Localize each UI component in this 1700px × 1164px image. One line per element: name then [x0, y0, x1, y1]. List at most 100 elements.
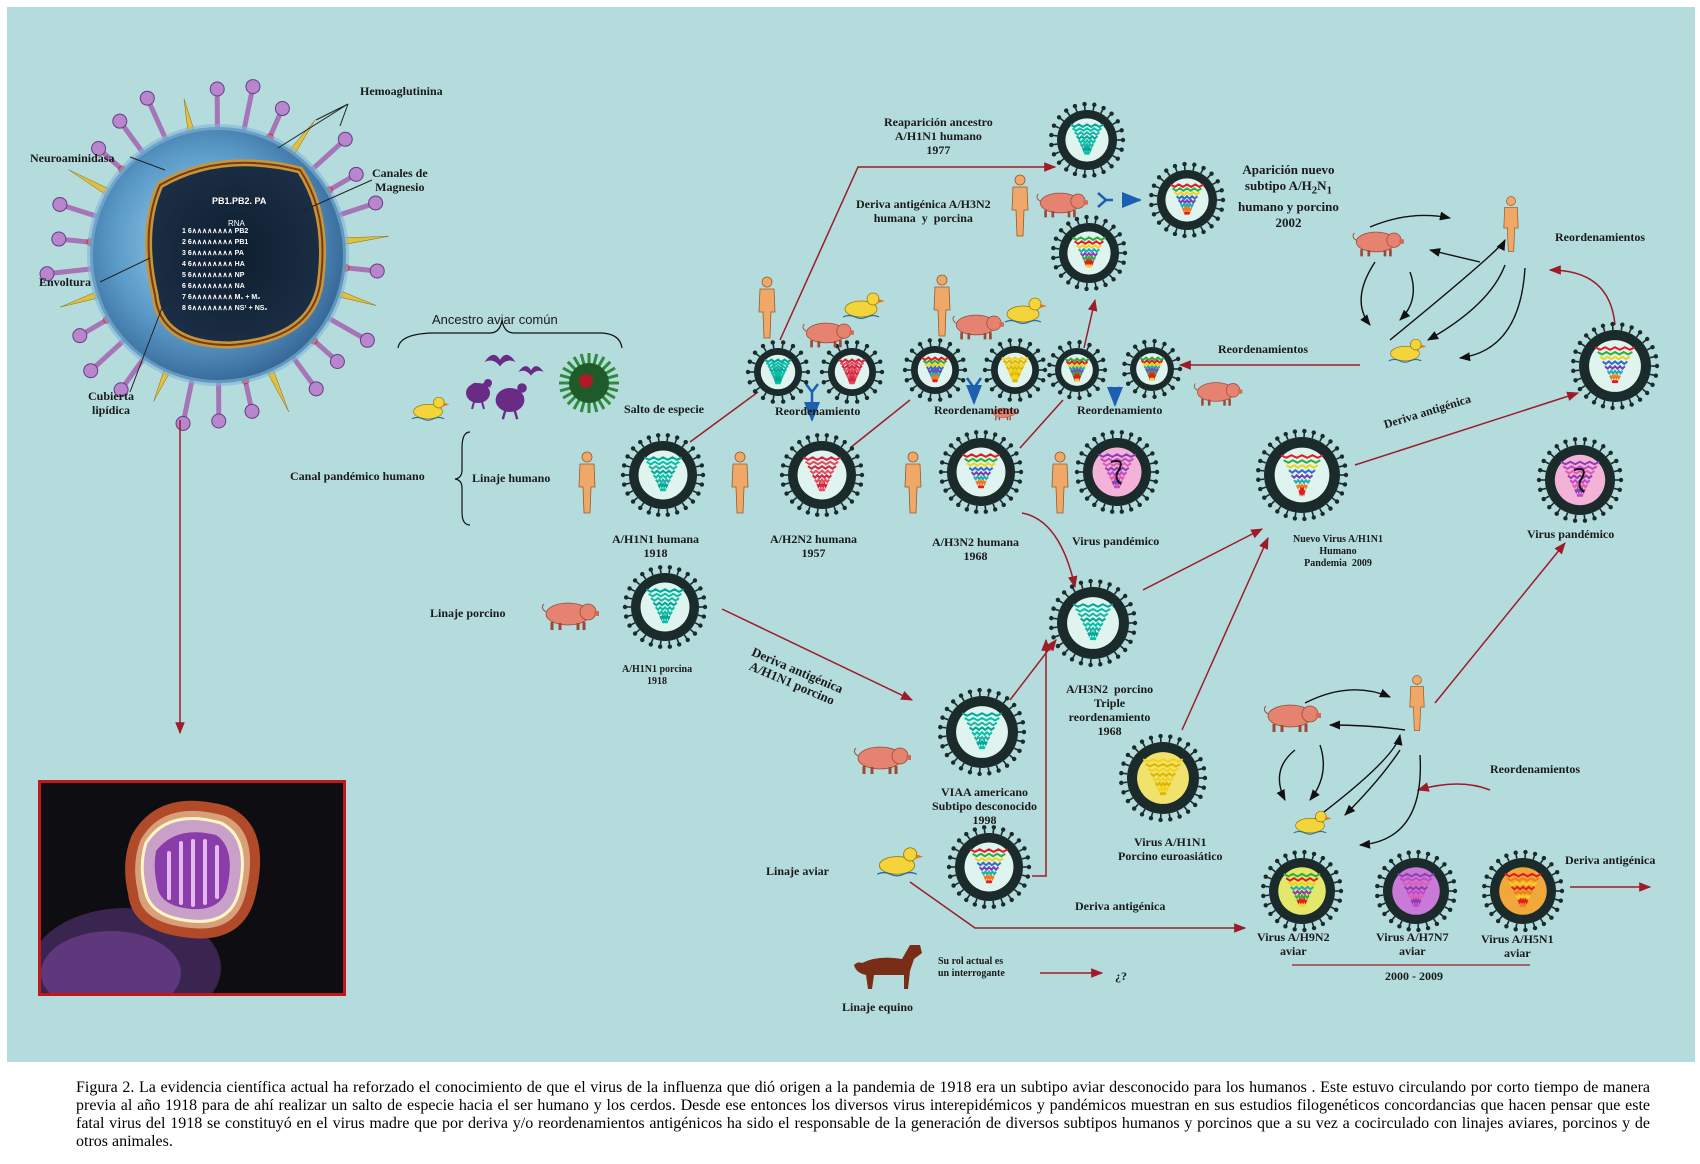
virus-particle — [1261, 849, 1344, 933]
pandemic-virus-label-2: Virus pandémico — [1527, 527, 1615, 541]
duck-icon — [842, 292, 885, 320]
reappearance-label: Reaparición ancestro A/H1N1 humano 1977 — [884, 115, 993, 157]
spike-head — [51, 231, 67, 247]
h2n2-1957-label: A/H2N2 humana 1957 — [770, 532, 858, 560]
new-subtype-h-sub: 2 — [1311, 184, 1318, 197]
eurasian-h1n1-label: Virus A/H1N1 Porcino euroasiático — [1118, 835, 1223, 863]
viaa-american-label: VIAA americano Subtipo desconocido 1998 — [932, 785, 1038, 827]
spike-head — [368, 195, 384, 211]
virus-particle — [819, 340, 885, 404]
turkey-icon — [466, 379, 492, 410]
years-range-label: 2000 - 2009 — [1385, 969, 1443, 983]
virus-particle — [938, 687, 1027, 777]
duck-icon — [1388, 338, 1427, 363]
spike-head — [175, 415, 191, 431]
avian-h7n7-label: Virus A/H7N7 aviar — [1376, 930, 1449, 958]
spike-head — [52, 196, 68, 212]
pig-icon — [1263, 704, 1321, 732]
spike-head — [39, 266, 55, 282]
pig-icon — [541, 602, 599, 630]
virus-particle — [1375, 849, 1458, 933]
spike-head — [72, 328, 88, 344]
spike-head — [359, 332, 375, 348]
bird-icon — [518, 366, 544, 376]
bird-icon — [484, 354, 516, 367]
pig-icon — [1193, 382, 1243, 406]
virus-particle — [779, 433, 865, 517]
human-icon — [1503, 196, 1519, 252]
equine-lineage-label: Linaje equino — [842, 1000, 914, 1014]
virus-particle — [1571, 321, 1660, 411]
new-subtype-prefix: subtipo A/H — [1244, 178, 1312, 193]
virus-particle — [1049, 578, 1138, 668]
electron-micrograph — [38, 780, 346, 996]
new-subtype-line-3: humano y porcino 2002 — [1238, 198, 1339, 230]
reassortments-label-mid: Reordenamientos — [1218, 342, 1308, 356]
duck-icon — [876, 847, 924, 877]
polymerase-label: PB1.PB2. PA — [212, 196, 267, 206]
human-icon — [731, 451, 749, 514]
human-icon — [1011, 174, 1029, 237]
rna-segment: 2 6∧∧∧∧∧∧∧∧ PB1 — [182, 239, 248, 246]
pandemic-channel-label: Canal pandémico humano — [290, 469, 425, 483]
virus-particle — [1149, 161, 1226, 239]
human-lineage-label: Linaje humano — [472, 471, 551, 485]
h3n2-swine-triple-label: A/H3N2 porcino Triple reordenamiento 196… — [1066, 682, 1154, 738]
virus-particle — [1119, 733, 1208, 823]
spike-head — [112, 113, 128, 129]
new-subtype-label: Aparición nuevo subtipo A/H2N1 humano y … — [1238, 162, 1339, 231]
avian-h5n1-label: Virus A/H5N1 aviar — [1481, 932, 1554, 960]
reassortment-label-3: Reordenamiento — [1077, 403, 1163, 417]
lineage-brace — [454, 431, 471, 526]
rna-segment: 6 6∧∧∧∧∧∧∧∧ NA — [182, 283, 245, 290]
lipid-layer-label: Cubierta lipídica — [88, 389, 134, 417]
virus-particle — [1074, 430, 1160, 514]
red-arrows — [175, 162, 1652, 978]
spike-head — [308, 381, 324, 397]
human-icon — [758, 276, 776, 339]
spike-head — [139, 90, 155, 106]
pig-icon — [853, 746, 911, 774]
rna-segment: 7 6∧∧∧∧∧∧∧∧ M₁ + M₂ — [182, 294, 260, 301]
virus-particle — [1047, 339, 1108, 401]
virus-particle — [1051, 214, 1128, 292]
virus-particle — [1122, 338, 1183, 400]
pig-icon — [802, 322, 854, 348]
magnesium-channels-label: Canales de Magnesio — [372, 166, 428, 194]
avian-drift-right-label: Deriva antigénica — [1565, 853, 1656, 867]
virus-particle — [622, 565, 708, 649]
turkey-icon — [495, 383, 527, 420]
rna-label: RNA — [228, 219, 246, 228]
virus-particle — [620, 433, 706, 517]
spike-head — [209, 81, 225, 97]
virus-particle — [938, 430, 1024, 514]
virus-particle — [902, 338, 968, 402]
human-icon — [1409, 675, 1425, 731]
pig-icon — [952, 314, 1004, 340]
envelope-label: Envoltura — [39, 275, 92, 289]
human-icon — [933, 274, 951, 337]
reassortment-label-2: Reordenamiento — [934, 403, 1020, 417]
species-jump-label: Salto de especie — [624, 402, 704, 416]
rna-segment: 4 6∧∧∧∧∧∧∧∧ HA — [182, 261, 245, 268]
new-subtype-n-sub: 1 — [1326, 184, 1332, 197]
spike-head — [83, 363, 99, 379]
virus-particles — [620, 101, 1660, 933]
pig-icon — [1036, 192, 1088, 218]
new-subtype-line-2: subtipo A/H2N1 — [1238, 178, 1339, 199]
rna-segment: 1 6∧∧∧∧∧∧∧∧ PB2 — [182, 228, 248, 235]
rna-segment: 8 6∧∧∧∧∧∧∧∧ NS¹ + NS₂ — [182, 305, 268, 312]
avian-drift-label: Deriva antigénica — [1075, 899, 1166, 913]
spike-head — [91, 141, 107, 157]
spike-head — [245, 79, 261, 95]
horse-icon — [854, 945, 922, 989]
human-icon — [578, 451, 596, 514]
neuraminidase-label: Neuroaminidasa — [30, 151, 115, 165]
spike-head — [113, 382, 129, 398]
figure-caption: Figura 2. La evidencia científica actual… — [76, 1079, 1650, 1150]
reassortment-cycle-top — [1360, 211, 1526, 362]
virus-particle — [946, 825, 1032, 909]
influenza-virion-illustration: PB1.PB2. PA RNA 1 6∧∧∧∧∧∧∧∧ PB2 2 6∧∧∧∧∧∧… — [39, 79, 390, 431]
